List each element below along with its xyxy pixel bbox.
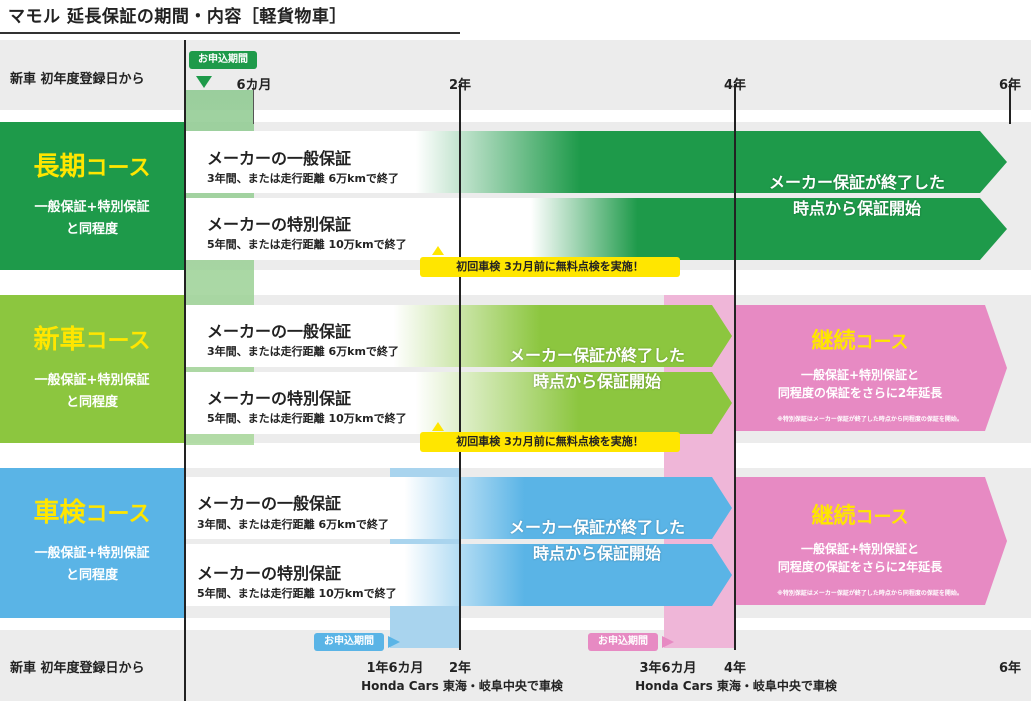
long-arrow-line1: メーカー保証が終了した [768,173,945,192]
new-continue-title: 継続コース [740,323,980,355]
bottom-axis-label: 新車 初年度登録日から [10,661,145,676]
tick-bottom-2y: 2年 [448,661,472,676]
course-long-desc-2: と同程度 [65,222,118,237]
long-bar2-sub: 5年間、または走行距離 10万kmで終了 [207,238,407,251]
tick-bottom-4y: 4年 [723,661,747,676]
title-underline [0,32,460,34]
new-continue-desc: 一般保証+特別保証と 同程度の保証をさらに2年延長 [740,366,980,402]
course-long-name: 長期 [33,152,86,182]
inspection-arrow-text: メーカー保証が終了した 時点から保証開始 [492,515,702,567]
long-bar1-sub: 3年間、または走行距離 6万kmで終了 [207,172,399,185]
tick-bottom-1y6m: 1年6カ月 [366,661,424,676]
new-callout: 初回車検 3カ月前に無料点検を実施！ [420,432,680,452]
long-arrow-text: メーカー保証が終了した 時点から保証開始 [752,170,962,222]
course-new-box: 新車コース 一般保証+特別保証と同程度 [0,295,184,443]
course-long-desc-1: 一般保証+特別保証 [34,200,150,215]
new-arrow-text: メーカー保証が終了した 時点から保証開始 [492,343,702,395]
inspection-arrow-line1: メーカー保証が終了した [508,518,685,537]
new-bar2-sub: 5年間、または走行距離 10万kmで終了 [207,412,407,425]
inspection-bar1-title: メーカーの一般保証 [197,494,342,513]
tick-top-6m: 6カ月 [236,78,272,93]
tick-bottom-3y6m: 3年6カ月 [639,661,697,676]
inspection-continue-note: ※特別保証はメーカー保証が終了した時点から同程度の保証を開始。 [777,590,963,597]
course-inspection-name-suffix: コース [85,502,151,527]
inspection-continue-desc: 一般保証+特別保証と 同程度の保証をさらに2年延長 [740,540,980,576]
new-bar1-title: メーカーの一般保証 [207,322,352,341]
new-bar1-sub: 3年間、または走行距離 6万kmで終了 [207,345,399,358]
course-inspection-box: 車検コース 一般保証+特別保証と同程度 [0,468,184,618]
new-continue-kanji: 継続 [811,329,856,354]
new-bar2-title: メーカーの特別保証 [207,389,352,408]
tick-top-2y: 2年 [448,78,472,93]
inspection-continue-kanji: 継続 [811,504,856,529]
application-period-tag-bottom-1: お申込期間 [314,633,384,651]
tick-bottom-6y: 6年 [998,661,1022,676]
inspection-bar1-sub: 3年間、または走行距離 6万kmで終了 [197,518,389,531]
long-arrow-line2: 時点から保証開始 [792,199,921,218]
course-inspection-desc-1: 一般保証+特別保証 [34,546,150,561]
tick-top-4y: 4年 [723,78,747,93]
course-new-name-suffix: コース [85,329,151,354]
application-period-tag-top: お申込期間 [189,51,257,69]
long-bar1-title: メーカーの一般保証 [207,149,352,168]
page-title: マモル 延長保証の期間・内容［軽貨物車］ [8,7,347,27]
inspection-continue-title: 継続コース [740,498,980,530]
course-inspection-desc-2: と同程度 [65,568,118,583]
top-axis-label: 新車 初年度登録日から [10,72,145,87]
application-period-tag-bottom-2: お申込期間 [588,633,658,651]
tick-top-6y: 6年 [998,78,1022,93]
new-arrow-line2: 時点から保証開始 [532,372,661,391]
inspection-continue-kana: コース [855,507,909,528]
course-long-box: 長期コース 一般保証+特別保証と同程度 [0,122,184,270]
inspection-continue-line1: 一般保証+特別保証と [800,542,920,556]
course-inspection-name: 車検 [33,498,86,528]
top-axis-band [0,40,1031,110]
inspection-continue-line2: 同程度の保証をさらに2年延長 [777,560,943,574]
bottom-axis-band [0,630,1031,701]
bottom-note-1: Honda Cars 東海・岐阜中央で車検 [361,679,563,693]
long-callout: 初回車検 3カ月前に無料点検を実施！ [420,257,680,277]
course-long-name-suffix: コース [85,156,151,181]
course-new-desc-2: と同程度 [65,395,118,410]
inspection-bar2-title: メーカーの特別保証 [197,564,342,583]
course-new-desc-1: 一般保証+特別保証 [34,373,150,388]
new-arrow-line1: メーカー保証が終了した [508,346,685,365]
bottom-note-2: Honda Cars 東海・岐阜中央で車検 [635,679,837,693]
new-continue-note: ※特別保証はメーカー保証が終了した時点から同程度の保証を開始。 [777,416,963,423]
long-bar2-title: メーカーの特別保証 [207,215,352,234]
inspection-arrow-line2: 時点から保証開始 [532,544,661,563]
course-new-name: 新車 [33,325,86,355]
inspection-bar2-sub: 5年間、または走行距離 10万kmで終了 [197,587,397,600]
new-continue-line2: 同程度の保証をさらに2年延長 [777,386,943,400]
new-continue-kana: コース [855,332,909,353]
new-continue-line1: 一般保証+特別保証と [800,368,920,382]
